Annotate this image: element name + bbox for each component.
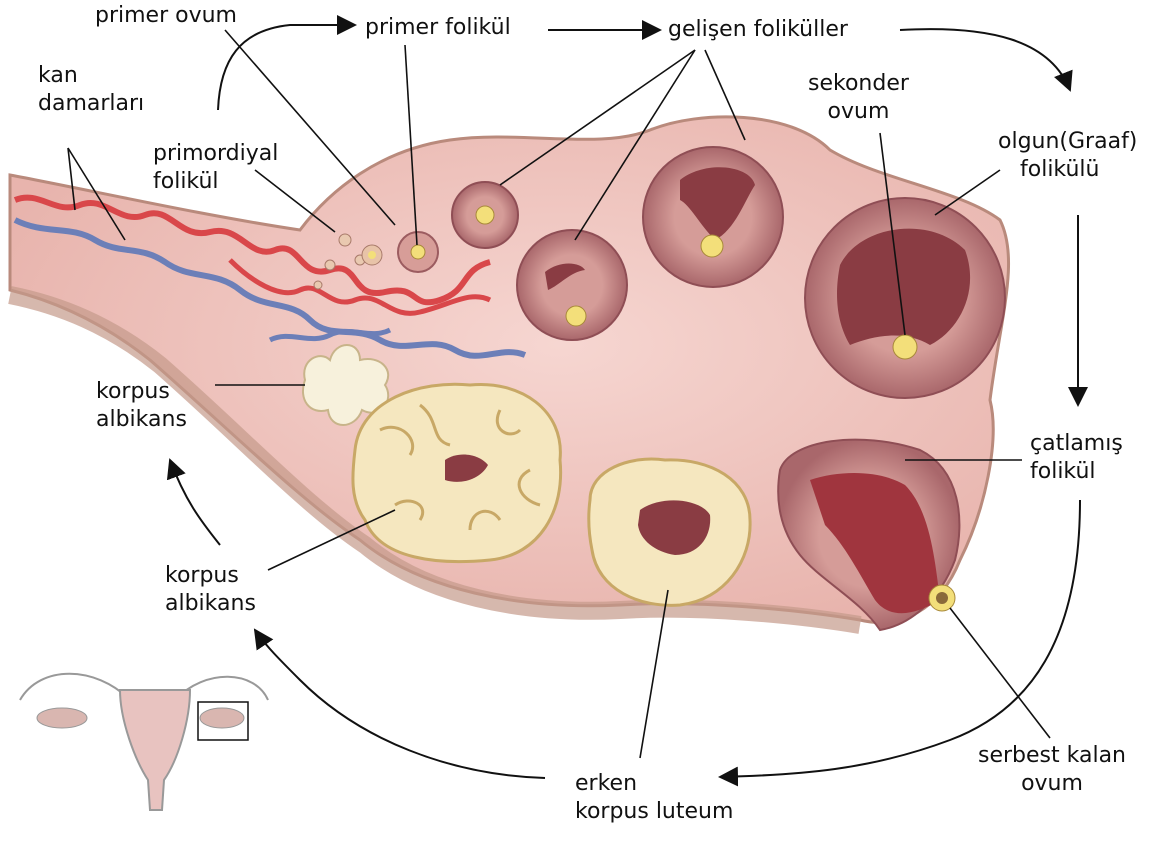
label-primer-ovum: primer ovum (95, 2, 237, 30)
label-serbest-kalan-ovum: serbest kalan ovum (978, 742, 1126, 798)
corpus-albicans-large (353, 384, 561, 561)
arrow-gelisen-to-olgun (900, 29, 1070, 90)
label-erken-korpus-luteum: erken korpus luteum (575, 770, 733, 826)
developing-follicle-2 (517, 230, 627, 340)
label-catlamis-folikul: çatlamış folikül (1030, 430, 1123, 486)
uterus-inset (20, 674, 268, 810)
label-korpus-albikans-bottom: korpus albikans (165, 562, 256, 618)
label-primordiyal-folikul: primordiyal folikül (153, 140, 278, 196)
developing-follicle-3 (643, 147, 783, 287)
arrow-start (218, 25, 355, 110)
label-olgun-graaf-folikulu: olgun(Graaf) folikülü (998, 128, 1137, 184)
graafian-follicle (805, 198, 1005, 398)
label-primer-folikul: primer folikül (365, 14, 511, 42)
arrow-luteum-to-albikans (255, 630, 545, 778)
primary-follicle (398, 232, 438, 272)
early-corpus-luteum (589, 459, 750, 605)
label-kan-damarlari: kan damarları (38, 62, 144, 118)
label-gelisen-folikuller: gelişen foliküller (668, 16, 848, 44)
developing-follicle-1 (452, 182, 518, 248)
label-korpus-albikans-top: korpus albikans (96, 378, 187, 434)
arrow-albikans-to-albikans (170, 460, 220, 545)
label-sekonder-ovum: sekonder ovum (808, 70, 909, 126)
